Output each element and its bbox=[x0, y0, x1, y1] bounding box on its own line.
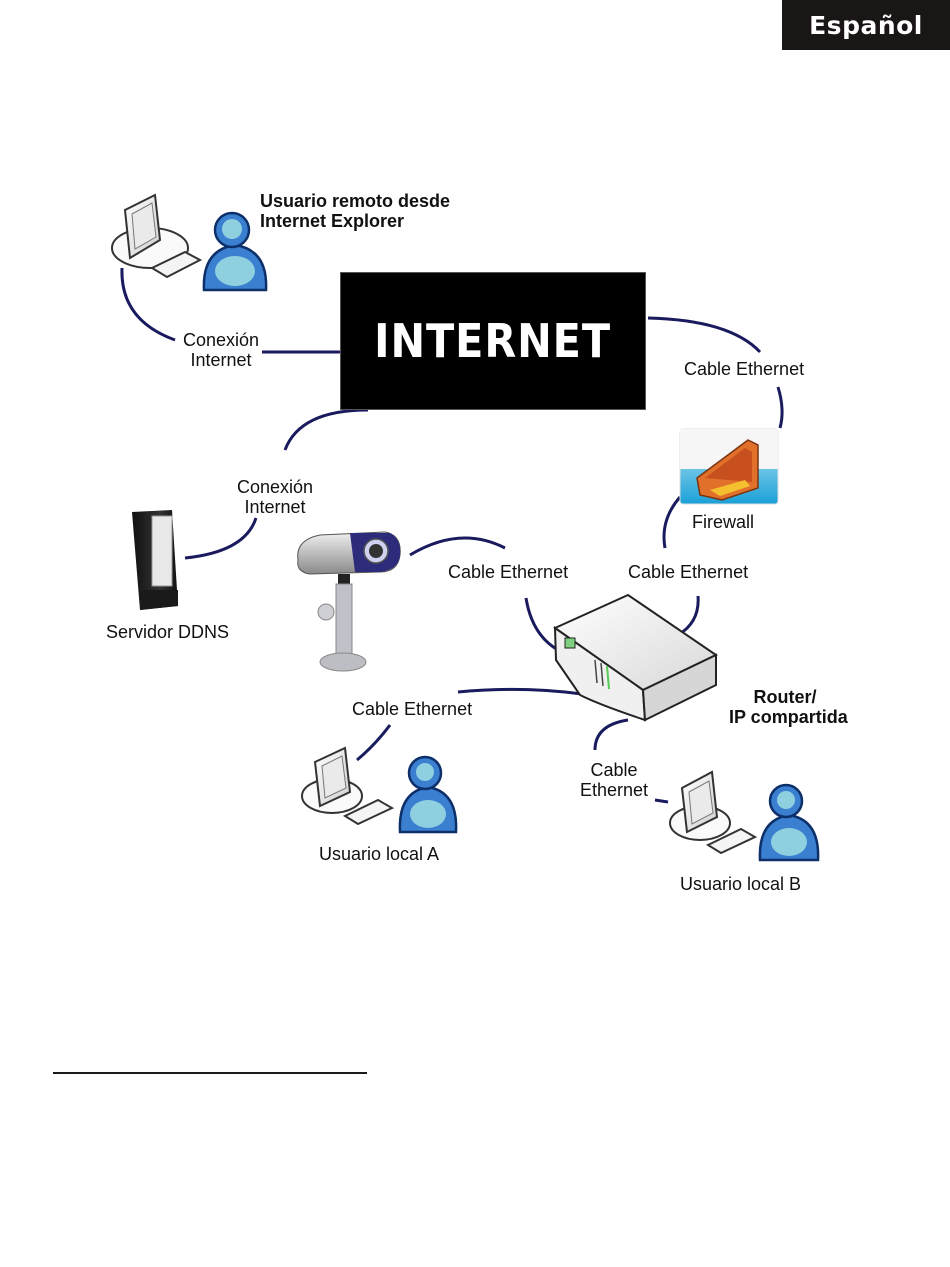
cable-firewall-router-lower bbox=[677, 595, 700, 637]
local-user-a-person-icon bbox=[398, 755, 458, 834]
cable-user-b-lower bbox=[654, 798, 669, 804]
local-user-b-label: Usuario local B bbox=[680, 874, 802, 894]
remote-user-workstation-icon bbox=[111, 193, 203, 279]
remote-user-label: Usuario remoto desde Internet Explorer bbox=[260, 191, 450, 231]
local-user-b-workstation-icon bbox=[669, 770, 758, 855]
camera-router-cable-label: Cable Ethernet bbox=[448, 562, 569, 582]
internet-firewall-cable-label: Cable Ethernet bbox=[684, 359, 805, 379]
ddns-server-label: Servidor DDNS bbox=[106, 622, 230, 642]
footnote-divider bbox=[53, 1072, 367, 1074]
language-label: Español bbox=[809, 10, 923, 40]
firewall-icon bbox=[679, 428, 779, 505]
cable-camera-router-lower bbox=[524, 597, 559, 652]
router-icon bbox=[552, 593, 718, 722]
remote-user-label-line1: Usuario remoto desde bbox=[260, 191, 451, 211]
internet-label: INTERNET bbox=[374, 314, 612, 368]
cable-firewall-router-upper bbox=[662, 496, 682, 549]
firewall-router-cable-label: Cable Ethernet bbox=[628, 562, 749, 582]
cable-remote-user bbox=[120, 267, 176, 342]
ddns-connection-label: Conexión Internet bbox=[228, 477, 322, 517]
cable-internet-ddns-upper bbox=[283, 408, 369, 451]
firewall-label: Firewall bbox=[692, 512, 755, 532]
router-user-b-cable-line1: Cable bbox=[590, 760, 638, 780]
local-user-a-workstation-icon bbox=[301, 746, 395, 826]
cable-router-user-b bbox=[593, 718, 629, 751]
local-user-a-label: Usuario local A bbox=[319, 844, 440, 864]
remote-connection-line2: Internet bbox=[190, 350, 252, 370]
router-label-line1: Router/ bbox=[753, 687, 817, 707]
cable-user-a-lower bbox=[356, 724, 392, 762]
router-user-a-cable-label: Cable Ethernet bbox=[352, 699, 473, 719]
language-tab: Español bbox=[782, 0, 950, 50]
router-label: Router/ IP compartida bbox=[729, 687, 848, 727]
router-label-line2: IP compartida bbox=[729, 707, 848, 727]
cable-camera-upper bbox=[409, 536, 506, 557]
cable-internet-firewall-lower bbox=[776, 386, 784, 429]
ip-camera-icon bbox=[297, 531, 401, 672]
remote-connection-line1: Conexión bbox=[182, 330, 260, 350]
remote-user-label-line2: Internet Explorer bbox=[260, 211, 405, 231]
router-user-b-cable-label: Cable Ethernet bbox=[572, 760, 656, 800]
internet-cloud-box: INTERNET bbox=[340, 272, 646, 410]
cable-internet-ddns-lower bbox=[184, 517, 258, 560]
cable-internet-firewall-upper bbox=[647, 316, 762, 354]
router-user-b-cable-line2: Ethernet bbox=[579, 780, 649, 800]
ddns-connection-line1: Conexión bbox=[236, 477, 314, 497]
ddns-connection-line2: Internet bbox=[244, 497, 306, 517]
cable-router-user-a bbox=[457, 687, 583, 696]
ddns-server-icon bbox=[132, 510, 178, 610]
remote-user-person-icon bbox=[202, 211, 268, 292]
local-user-b-person-icon bbox=[758, 783, 820, 862]
remote-connection-label: Conexión Internet bbox=[176, 330, 266, 370]
